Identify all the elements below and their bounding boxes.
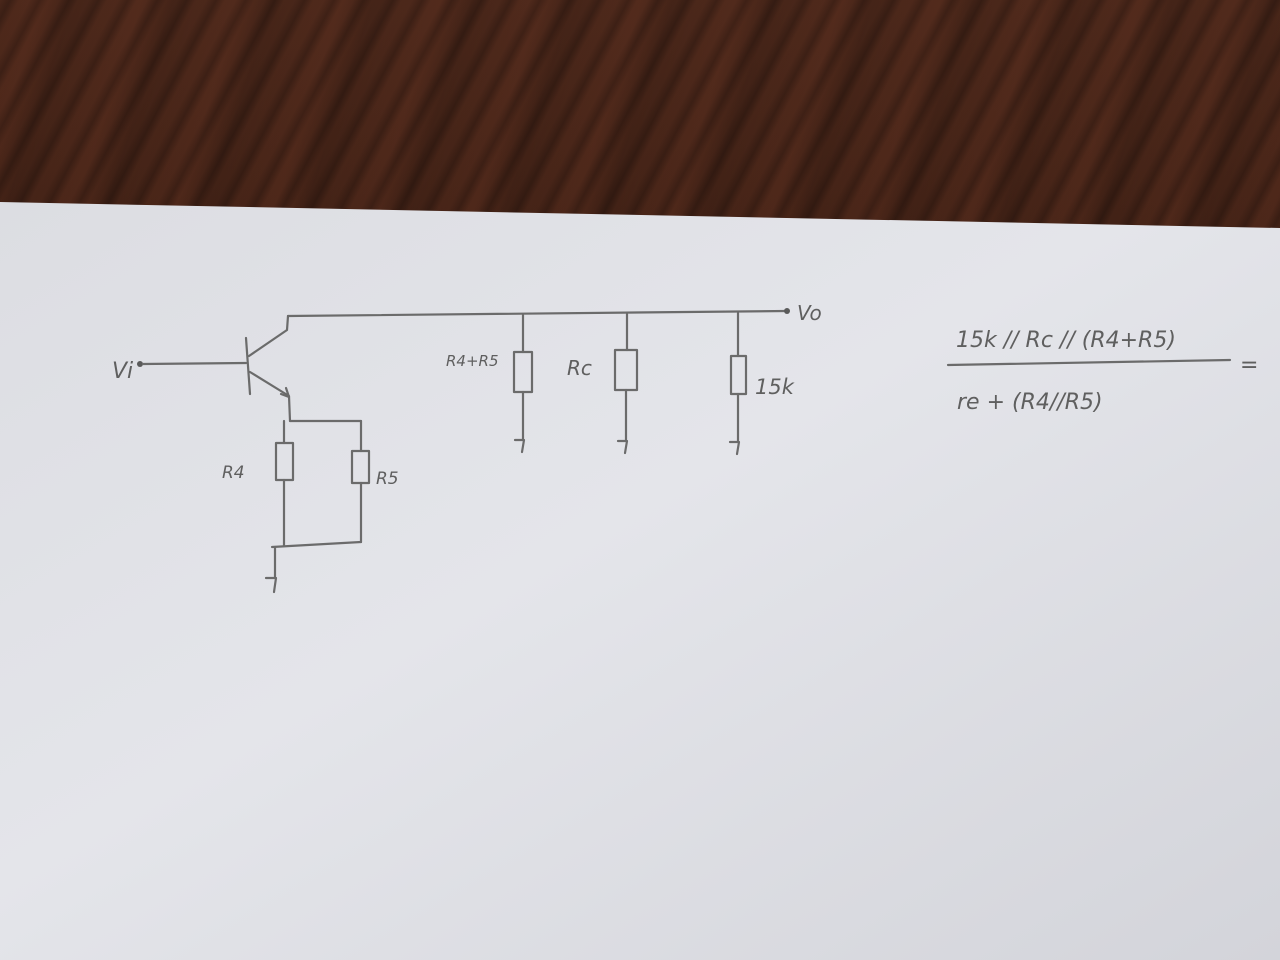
output-bus (286, 308, 790, 318)
label-rc: Rc (567, 356, 592, 380)
gain-formula: 15k // Rc // (R4+R5) re + (R4//R5) = (946, 328, 1258, 415)
formula-denominator: re + (R4//R5) (957, 390, 1103, 415)
formula-equals: = (1240, 353, 1258, 378)
load-resistor-r4-r5 (512, 313, 534, 454)
output-node (784, 308, 790, 314)
input-node (137, 361, 143, 367)
load-resistor-rc (613, 312, 639, 455)
load-resistor-15k (728, 311, 748, 456)
input-wire (141, 361, 248, 366)
input-label: Vi (112, 359, 133, 384)
label-15k: 15k (755, 375, 795, 399)
emitter-network (264, 419, 371, 594)
output-wire (286, 309, 788, 318)
ground-symbol (264, 545, 278, 594)
paper-surface (0, 202, 1280, 960)
transistor-stage (137, 314, 292, 423)
label-r4: R4 (222, 463, 245, 483)
output-label: Vo (797, 301, 822, 325)
fraction-bar (946, 358, 1232, 367)
transistor-collector (247, 314, 290, 358)
formula-numerator: 15k // Rc // (R4+R5) (956, 328, 1176, 353)
label-r5: R5 (376, 469, 399, 489)
emitter-arrow (279, 386, 291, 399)
transistor-base (244, 336, 252, 396)
label-r4-plus-r5: R4+R5 (446, 352, 499, 370)
